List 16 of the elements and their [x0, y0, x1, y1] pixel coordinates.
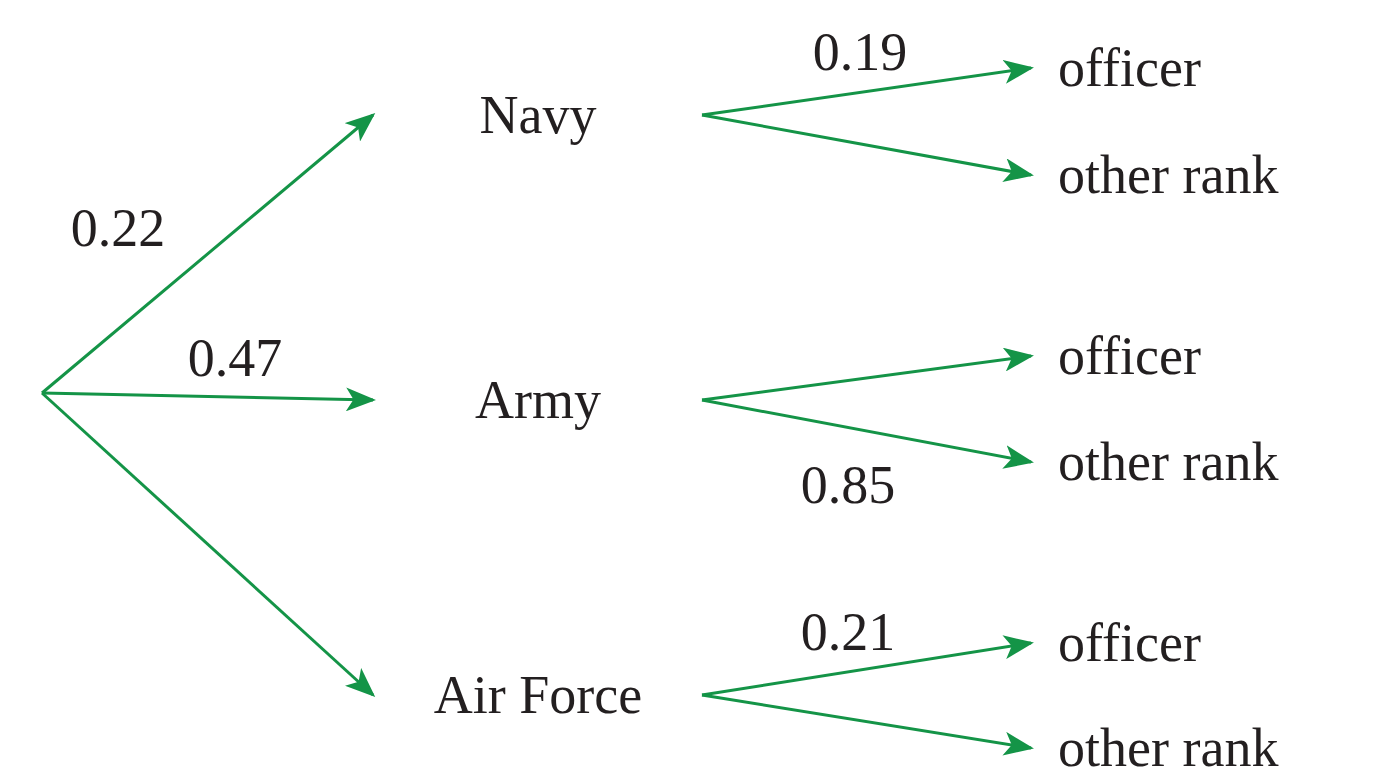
- branch-label: Air Force: [433, 668, 643, 722]
- branch-label: officer: [1058, 616, 1201, 670]
- branch-label: officer: [1058, 41, 1201, 95]
- branch-label: other rank: [1058, 721, 1279, 775]
- arrow: [701, 398, 1034, 469]
- arrow: [41, 113, 376, 395]
- arrow: [41, 391, 376, 697]
- arrow: [701, 693, 1034, 756]
- arrow: [701, 347, 1034, 402]
- arrow: [41, 387, 376, 412]
- arrow: [701, 113, 1034, 182]
- branch-label: other rank: [1058, 435, 1279, 489]
- branch-label: other rank: [1058, 148, 1279, 202]
- branch-label: officer: [1058, 329, 1201, 383]
- arrow: [701, 59, 1034, 117]
- arrow: [701, 635, 1034, 697]
